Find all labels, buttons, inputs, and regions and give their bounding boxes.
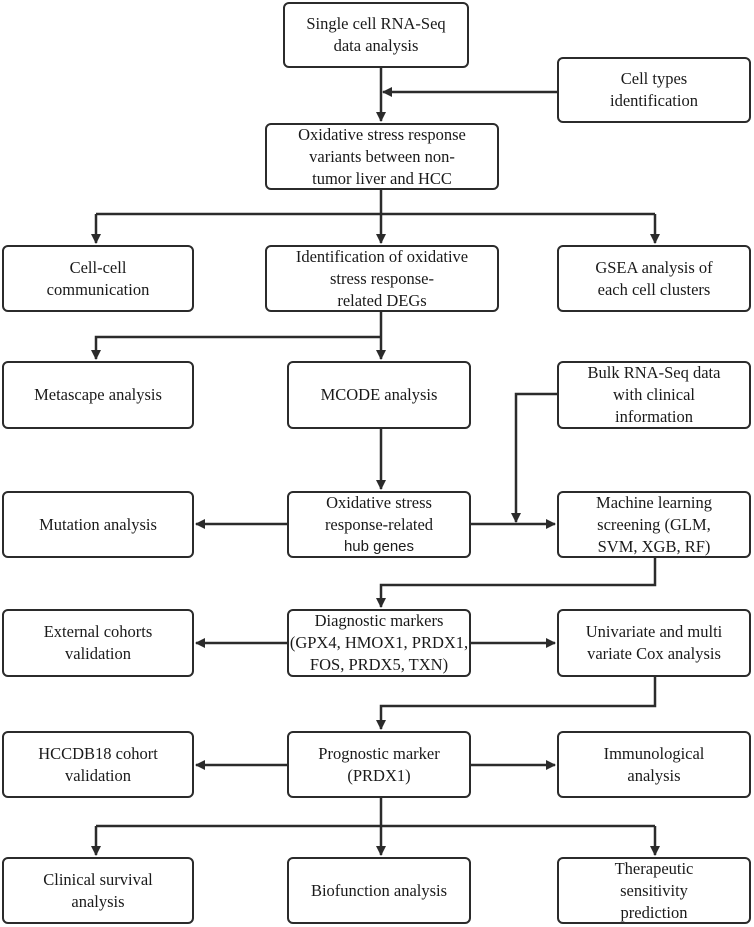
node-text-line: SVM, XGB, RF) — [597, 536, 711, 556]
node-text-line: information — [615, 407, 693, 426]
node-metascape: Metascape analysis — [2, 361, 194, 429]
node-external-cohorts: External cohorts validation — [2, 609, 194, 677]
node-text-line: GSEA analysis of — [595, 257, 713, 277]
node-text-line: External cohorts — [43, 622, 153, 641]
node-text-line: with clinical — [612, 385, 696, 404]
node-text-line: each cell clusters — [597, 279, 711, 299]
node-text-line: Univariate and multi — [585, 622, 723, 641]
edge-ml-to-diagnostic — [376, 558, 657, 608]
node-text-line: analysis — [71, 891, 125, 911]
node-text-line: Cell types — [620, 69, 688, 88]
edge-degs-to-metascape — [91, 335, 381, 360]
edge-cox-to-prognostic — [376, 677, 657, 730]
node-cox: Univariate and multi variate Cox analysis — [557, 609, 751, 677]
node-text-line: Prognostic marker — [318, 743, 440, 763]
node-text-line: communication — [46, 279, 150, 299]
node-text-line: Machine learning — [596, 492, 712, 512]
node-text-line: screening (GLM, — [597, 514, 711, 534]
node-text-line: Metascape analysis — [34, 385, 162, 404]
node-text-line: FOS, PRDX5, TXN) — [309, 655, 449, 674]
node-text-line: response-related — [324, 514, 434, 534]
node-text-line: stress response- — [329, 268, 435, 288]
node-text-line: Oxidative stress response — [298, 124, 466, 144]
node-text-line: data analysis — [333, 36, 419, 55]
node-text-line: HCCDB18 cohort — [38, 743, 158, 763]
node-text-line: Clinical survival — [43, 869, 153, 889]
node-text-line: (PRDX1) — [347, 765, 411, 785]
node-text-line: variants between non- — [309, 146, 455, 166]
node-prognostic: Prognostic marker(PRDX1) — [287, 731, 471, 798]
node-cell-types: Cell types identification — [557, 57, 751, 123]
node-text-line: variate Cox analysis — [587, 644, 721, 663]
node-text-line: sensitivity — [620, 880, 688, 900]
node-text-line: prediction — [620, 902, 688, 922]
node-text-line: Diagnostic markers — [314, 611, 444, 630]
node-text-line: Single cell RNA-Seq — [306, 14, 446, 33]
node-text-line: Oxidative stress — [326, 492, 432, 512]
node-text-line: Biofunction analysis — [310, 880, 448, 900]
node-text-line: Mutation analysis — [39, 514, 157, 534]
node-text-line: Cell-cell — [69, 257, 127, 277]
node-diagnostic: Diagnostic markers (GPX4, HMOX1, PRDX1, FO… — [287, 609, 471, 677]
node-text-line: Immunological — [603, 743, 705, 763]
node-mcode: MCODE analysis — [287, 361, 471, 429]
node-text-line: Identification of oxidative — [295, 246, 469, 266]
node-text-line: MCODE analysis — [320, 385, 438, 404]
node-text-line: hub genes — [343, 537, 415, 555]
edge-bulk-rna-to-ml — [511, 392, 557, 523]
node-text-line: Bulk RNA-Seq data — [587, 363, 721, 382]
node-text-line: related DEGs — [337, 290, 427, 310]
node-text-line: (GPX4, HMOX1, PRDX1, — [289, 633, 469, 652]
node-text-line: analysis — [627, 765, 681, 785]
node-biofunction: Biofunction analysis — [287, 857, 471, 924]
node-text-line: validation — [65, 644, 131, 663]
node-text-line: identification — [610, 91, 698, 110]
node-text-line: validation — [65, 765, 131, 785]
node-text-line: Therapeutic — [614, 858, 694, 878]
node-single-cell: Single cell RNA-Seq data analysis — [283, 2, 469, 68]
node-text-line: tumor liver and HCC — [312, 168, 452, 188]
node-bulk-rna: Bulk RNA-Seq data with clinical informatio… — [557, 361, 751, 429]
node-mutation: Mutation analysis — [2, 491, 194, 558]
